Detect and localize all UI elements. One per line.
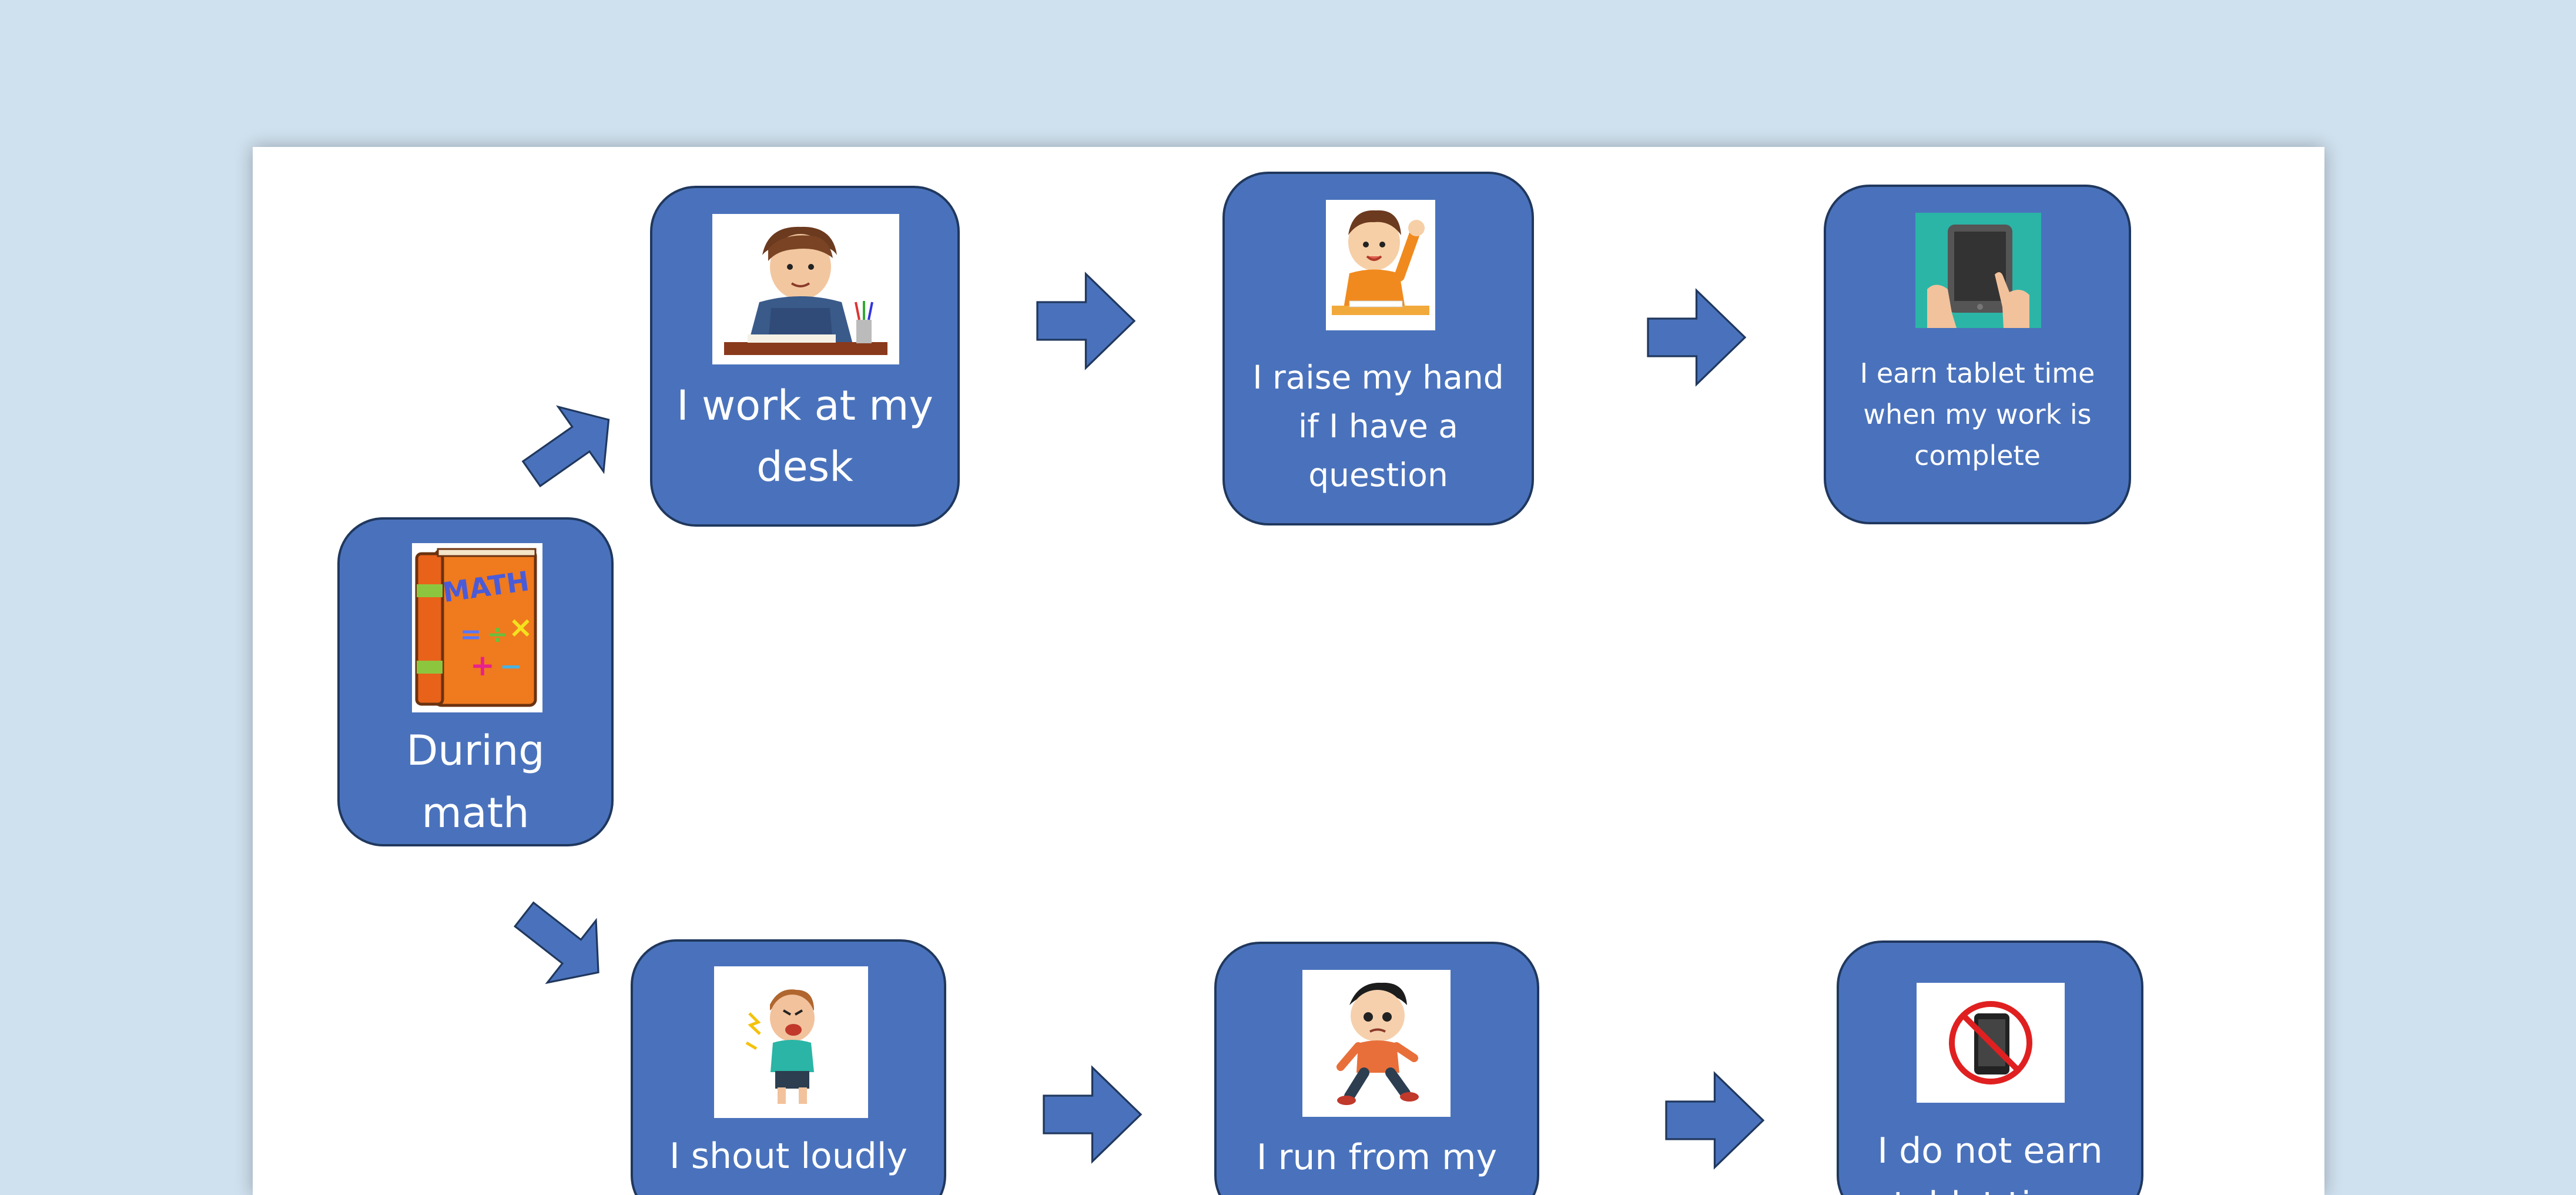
social-story-slide: MATH = ÷ × + − During math: [253, 147, 2324, 1195]
arrow-bottom-2: [1665, 1071, 1765, 1170]
bottom-card-1: I shout loudly: [631, 939, 946, 1195]
arrow-top-1: [1036, 272, 1136, 370]
svg-text:+: +: [470, 648, 495, 682]
bottom-card-2-label: I run from my: [1256, 1137, 1498, 1178]
top-card-3: I earn tablet time when my work is compl…: [1824, 185, 2131, 524]
student-writing-icon: [712, 214, 899, 364]
top-card-2-label: I raise my hand if I have a question: [1252, 359, 1504, 494]
bottom-card-3-label: I do not earn tablet time: [1877, 1130, 2103, 1195]
svg-text:÷: ÷: [487, 620, 508, 650]
student-running-icon: [1302, 970, 1451, 1117]
tablet-hands-icon: [1915, 213, 2041, 328]
arrow-bottom-1: [1043, 1065, 1143, 1164]
arrow-down-right: [513, 896, 608, 990]
bottom-card-3: I do not earn tablet time: [1837, 940, 2143, 1195]
svg-text:×: ×: [508, 610, 533, 644]
bottom-card-1-label: I shout loudly: [669, 1136, 908, 1177]
arrow-up-right: [521, 400, 617, 494]
svg-text:−: −: [500, 650, 522, 682]
start-card: MATH = ÷ × + − During math: [337, 517, 614, 846]
top-card-1: I work at my desk: [650, 186, 960, 527]
no-tablet-icon: [1917, 983, 2065, 1103]
arrow-top-2: [1647, 288, 1747, 387]
student-shouting-icon: [714, 966, 868, 1118]
top-card-2: I raise my hand if I have a question: [1222, 172, 1534, 525]
top-card-1-label: I work at my desk: [676, 381, 933, 491]
student-raising-hand-icon: [1326, 200, 1435, 330]
math-book-icon: MATH = ÷ × + −: [412, 543, 542, 712]
top-card-3-label: I earn tablet time when my work is compl…: [1860, 357, 2095, 471]
bottom-card-2: I run from my: [1214, 942, 1539, 1195]
svg-text:=: =: [460, 620, 482, 650]
start-label: During math: [406, 727, 545, 837]
